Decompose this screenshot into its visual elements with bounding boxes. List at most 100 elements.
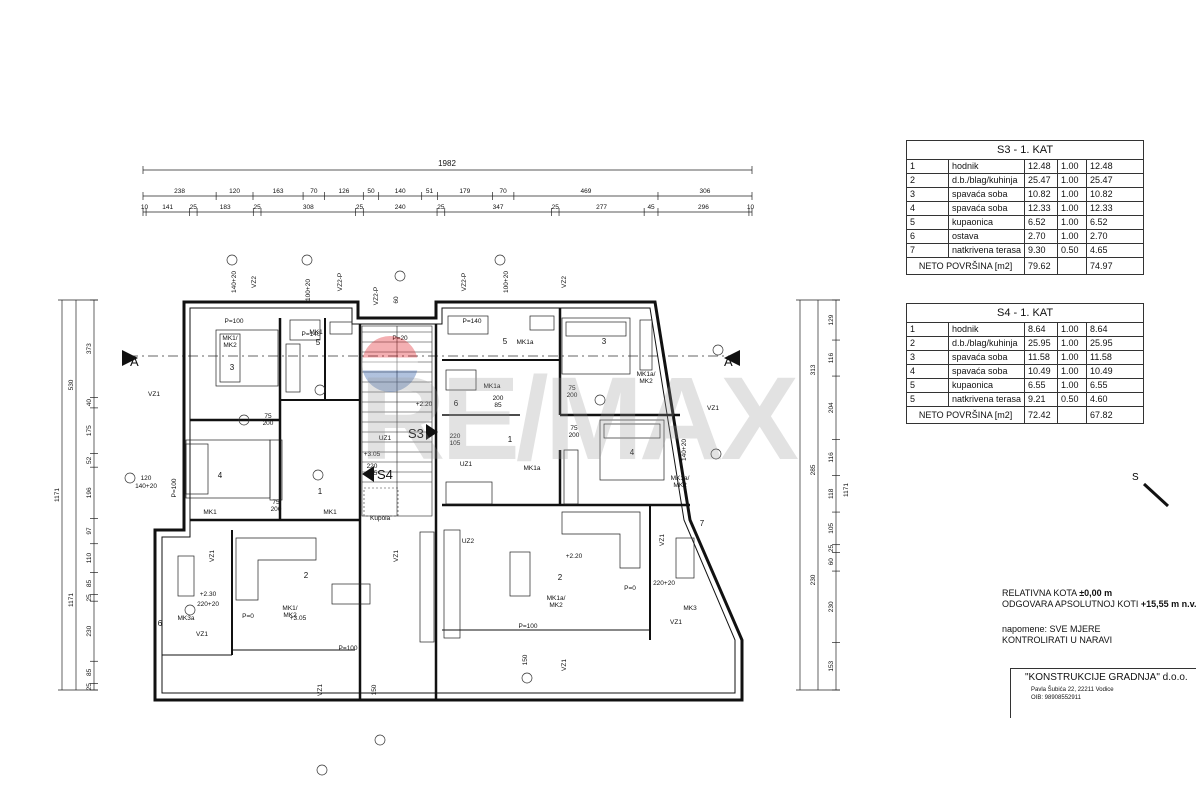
dim-label: 50	[367, 188, 375, 195]
dim-label: 25	[437, 204, 445, 211]
coefficient: 1.00	[1057, 322, 1088, 337]
remarks-note: napomene: SVE MJERE KONTROLIRATI U NARAV…	[1002, 624, 1113, 645]
window-marker	[301, 254, 313, 266]
s3-label: S3	[408, 426, 424, 441]
row-number: 6	[906, 229, 949, 244]
net-area: 8.64	[1086, 322, 1145, 337]
net-area: 10.49	[1086, 364, 1145, 379]
stairs	[361, 325, 433, 517]
left-dim-total: 1171	[54, 488, 61, 502]
room-3: 3	[230, 363, 235, 372]
dim-label: 40	[86, 399, 93, 407]
tag-level-305: +3.05	[290, 615, 307, 622]
tag-window-140-20: 140+20	[135, 483, 157, 490]
room-7: 7	[700, 519, 705, 528]
dim-label: 120	[229, 188, 240, 195]
skylight	[363, 487, 399, 517]
tag-vz1: VZ1	[659, 534, 666, 546]
elevation-note-value1: ±0,00 m	[1079, 588, 1113, 598]
room-area: 9.30	[1024, 243, 1059, 258]
table-s3-footer-b: 74.97	[1086, 257, 1145, 275]
elevation-note-line1: RELATIVNA KOTA	[1002, 588, 1080, 598]
net-area: 25.47	[1086, 173, 1145, 188]
tag-mk1-mk2: MK1/MK2	[282, 605, 297, 619]
window-marker	[316, 764, 328, 776]
top-dim-total: 1982	[438, 159, 456, 168]
top-dimensions	[142, 166, 753, 213]
company-oib: OIB: 98908552911	[1031, 695, 1081, 701]
coefficient: 1.00	[1057, 364, 1088, 379]
left-dim-sub-2: 1171	[68, 593, 75, 607]
dim-label: 175	[86, 425, 93, 436]
tag-mk1: MK1	[309, 329, 323, 336]
room-4: 4	[630, 448, 635, 457]
window-marker	[124, 472, 136, 484]
table-s3-title: S3 - 1. KAT	[905, 140, 1145, 160]
tag-level-230: +2.30	[200, 591, 217, 598]
dim-label: 116	[828, 452, 835, 463]
tag-p140: P=140	[302, 331, 321, 338]
net-area: 11.58	[1086, 350, 1145, 365]
row-number: 4	[906, 201, 949, 216]
kitchen-counter	[419, 531, 435, 643]
dim-label: 126	[339, 188, 350, 195]
room-area: 11.58	[1024, 350, 1059, 365]
tag-vz2-p: VZ2-P	[373, 287, 380, 305]
coefficient: 1.00	[1057, 173, 1088, 188]
row-number: 1	[906, 322, 949, 337]
dim-label: 10	[141, 204, 149, 211]
tag-level-305: +3.05	[364, 451, 381, 458]
elevation-note-value2: +15,55 m n.v.	[1140, 599, 1197, 609]
kitchen-counter	[443, 529, 461, 639]
section-mark-right: A	[724, 354, 733, 369]
net-area: 4.65	[1086, 243, 1145, 258]
room-4: 4	[218, 471, 223, 480]
row-number: 3	[906, 350, 949, 365]
tag-vz1: VZ1	[209, 550, 216, 562]
room-3: 3	[602, 337, 607, 346]
section-line	[122, 350, 740, 366]
right-dim-sub-2: 285	[810, 464, 817, 475]
net-area: 6.55	[1086, 378, 1145, 393]
tag-window-100-20: 100+20	[305, 279, 312, 301]
wardrobe	[285, 343, 301, 393]
dim-label: 97	[86, 527, 93, 535]
window-marker	[494, 254, 506, 266]
right-dim-total: 1171	[843, 483, 850, 497]
sofa	[235, 537, 317, 601]
room-area: 6.55	[1024, 378, 1059, 393]
tag-mk1a: MK1a	[524, 465, 541, 472]
dim-label: 45	[647, 204, 655, 211]
section-mark-left: A	[130, 354, 139, 369]
dim-label: 140	[395, 188, 406, 195]
room-area: 12.48	[1024, 159, 1059, 174]
room-5: 5	[503, 337, 508, 346]
net-area: 10.82	[1086, 187, 1145, 202]
window-marker	[312, 469, 324, 481]
room-area: 12.33	[1024, 201, 1059, 216]
dim-label: 196	[86, 487, 93, 498]
tag-mk1a-mk2: MK1a/MK2	[637, 371, 656, 385]
dim-label: 469	[580, 188, 591, 195]
dim-label: 51	[426, 188, 434, 195]
tag-uz2: UZ2	[462, 538, 475, 545]
room-2: 2	[558, 573, 563, 582]
tag-vz1: VZ1	[561, 659, 568, 671]
left-dim-sub-1: 530	[68, 379, 75, 390]
s4-label: S4	[377, 467, 393, 482]
dim-label: 230	[828, 601, 835, 612]
room-1: 1	[508, 435, 513, 444]
